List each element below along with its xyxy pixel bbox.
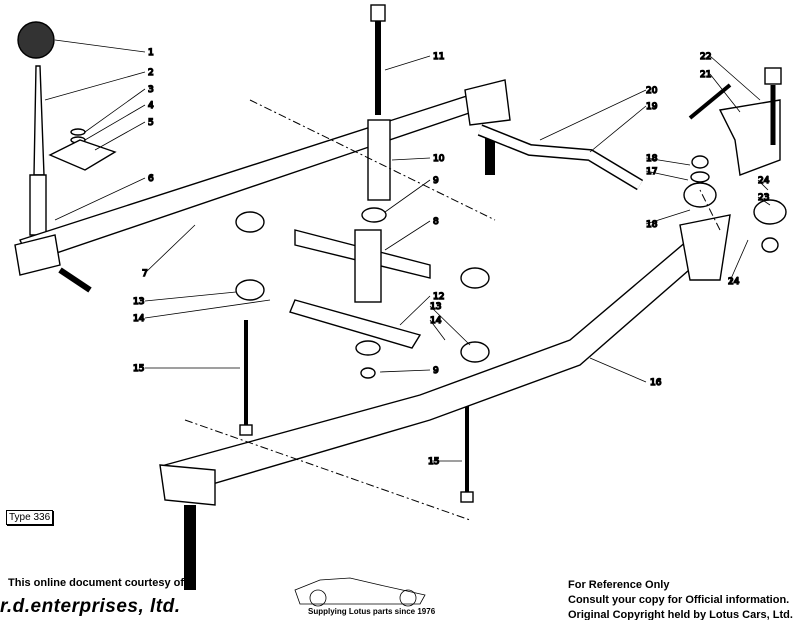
callout: 7 xyxy=(142,269,148,279)
callout: 4 xyxy=(148,101,154,111)
leader-lines xyxy=(44,39,771,462)
gear-knob xyxy=(17,21,55,59)
callout: 23 xyxy=(758,193,769,203)
callout: 10 xyxy=(433,154,445,164)
copyright-notice: For Reference Only Consult your copy for… xyxy=(568,578,793,620)
callout: 14 xyxy=(133,314,145,324)
callout: 15 xyxy=(428,457,439,467)
callout: 18 xyxy=(646,220,658,230)
type-label: Type 336 xyxy=(6,510,54,525)
callout: 8 xyxy=(433,217,439,227)
notice-line: For Reference Only xyxy=(568,579,670,591)
callout: 14 xyxy=(430,316,442,326)
tagline: Supplying Lotus parts since 1976 xyxy=(308,607,436,616)
callout: 9 xyxy=(433,366,439,376)
callout: 15 xyxy=(133,364,144,374)
courtesy-text: This online document courtesy of: xyxy=(8,577,188,589)
callout: 16 xyxy=(650,378,662,388)
car-logo xyxy=(294,577,426,607)
callout: 24 xyxy=(728,277,740,287)
callout: 6 xyxy=(148,174,154,184)
callout: 22 xyxy=(700,52,711,62)
callout-numbers: 1 2 3 4 5 6 7 8 9 10 11 12 13 14 13 14 1… xyxy=(132,47,770,467)
callout: 18 xyxy=(646,154,658,164)
brand-name: r.d.enterprises, ltd. xyxy=(0,596,181,617)
callout: 20 xyxy=(646,86,658,96)
callout: 3 xyxy=(148,85,154,95)
callout: 19 xyxy=(646,102,658,112)
callout: 5 xyxy=(148,118,154,128)
callout: 17 xyxy=(646,167,657,177)
callout: 13 xyxy=(430,302,441,312)
callout: 21 xyxy=(700,70,711,80)
callout: 24 xyxy=(758,176,770,186)
notice-line: Original Copyright held by Lotus Cars, L… xyxy=(568,609,793,620)
callout: 13 xyxy=(133,297,144,307)
notice-line: Consult your copy for Official informati… xyxy=(568,594,790,606)
gear-lever xyxy=(33,65,45,176)
callout: 1 xyxy=(148,48,154,58)
callout: 9 xyxy=(433,176,439,186)
callout: 2 xyxy=(148,68,154,78)
callout: 12 xyxy=(433,292,444,302)
callout: 11 xyxy=(433,52,444,62)
